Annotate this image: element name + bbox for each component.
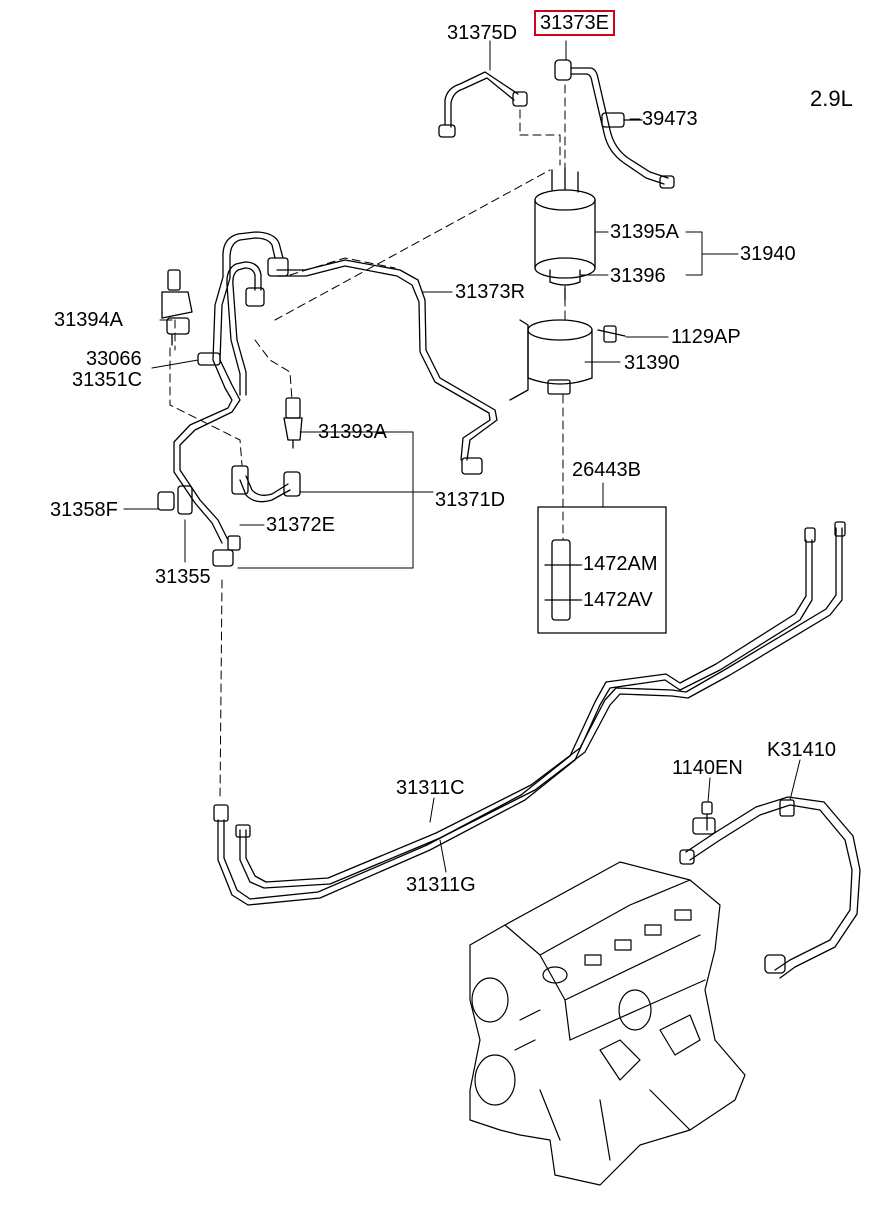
- part-label-33066[interactable]: 33066: [86, 348, 142, 370]
- part-label-31373R[interactable]: 31373R: [455, 281, 526, 303]
- part-label-31390[interactable]: 31390: [624, 352, 680, 374]
- part-label-39473[interactable]: 39473: [642, 108, 698, 130]
- filter-bracket: [509, 319, 626, 401]
- part-label-26443B[interactable]: 26443B: [572, 459, 641, 481]
- clip-31358F: [157, 485, 193, 515]
- part-label-31394A[interactable]: 31394A: [54, 309, 123, 331]
- bolt-1140EN: [692, 801, 716, 835]
- part-label-31373E[interactable]: 31373E: [534, 10, 615, 36]
- return-hose-31375D: [438, 71, 528, 138]
- part-label-31375D[interactable]: 31375D: [447, 22, 518, 44]
- part-label-31372E[interactable]: 31372E: [266, 514, 335, 536]
- clip-33066: [197, 352, 221, 366]
- fuel-filter: [534, 167, 596, 301]
- fuel-hose-31373E: [554, 59, 675, 189]
- part-label-31393A[interactable]: 31393A: [318, 421, 387, 443]
- part-label-31351C[interactable]: 31351C: [72, 369, 143, 391]
- kit-26443B: [537, 506, 667, 634]
- part-label-31940[interactable]: 31940: [740, 243, 796, 265]
- part-label-31311C[interactable]: 31311C: [396, 777, 465, 799]
- leader-lines: [123, 40, 801, 873]
- supply-line-loop: [173, 231, 289, 544]
- connector-31372E: [212, 535, 241, 567]
- part-label-1129AP[interactable]: 1129AP: [671, 326, 741, 348]
- fuel-line-31373R: [276, 259, 498, 475]
- engine-block: [469, 861, 746, 1186]
- check-valve: [283, 397, 303, 449]
- part-label-1472AV[interactable]: 1472AV: [583, 589, 653, 611]
- hose-K31410: [679, 796, 861, 979]
- part-label-K31410[interactable]: K31410: [767, 739, 836, 761]
- part-label-31358F[interactable]: 31358F: [50, 499, 118, 521]
- part-label-31355[interactable]: 31355: [155, 566, 211, 588]
- part-label-31311G[interactable]: 31311G: [406, 874, 476, 896]
- part-label-31396[interactable]: 31396: [610, 265, 666, 287]
- clip-39473: [601, 112, 643, 128]
- part-label-31395A[interactable]: 31395A: [610, 221, 679, 243]
- part-label-1472AM[interactable]: 1472AM: [583, 553, 658, 575]
- priming-pump: [161, 269, 193, 346]
- hose-31371D: [231, 465, 301, 503]
- engine-variant-label: 2.9L: [810, 86, 853, 111]
- main-fuel-lines: [213, 521, 846, 906]
- part-label-1140EN[interactable]: 1140EN: [672, 757, 743, 779]
- part-label-31371D[interactable]: 31371D: [435, 489, 506, 511]
